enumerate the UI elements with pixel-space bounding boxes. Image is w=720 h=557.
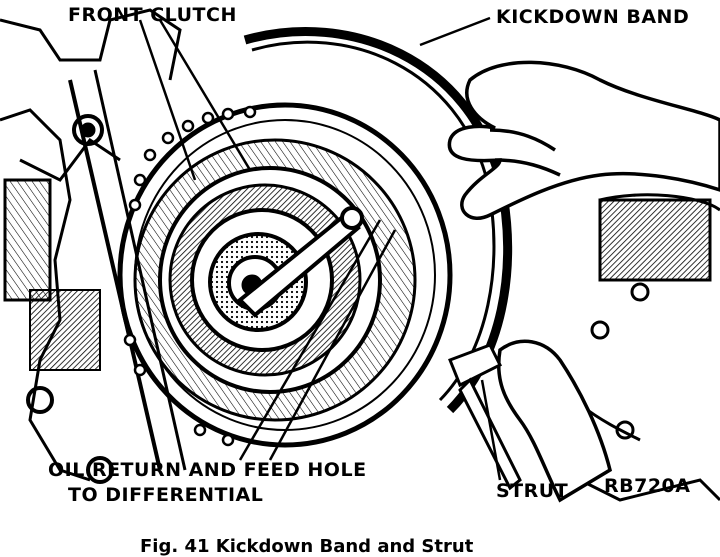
strut: [448, 343, 522, 491]
label-oil-return-line2: TO DIFFERENTIAL: [68, 484, 264, 506]
label-strut: STRUT: [496, 480, 569, 502]
label-front-clutch: FRONT CLUTCH: [68, 4, 237, 26]
hand-lower: [497, 339, 613, 503]
kickdown-band: [243, 27, 513, 414]
figure-caption: Fig. 41 Kickdown Band and Strut: [140, 536, 474, 557]
leader-lines: [138, 16, 502, 481]
drum-holes: [123, 105, 257, 447]
label-kickdown-band: KICKDOWN BAND: [496, 6, 690, 28]
shaft: [237, 206, 364, 318]
label-oil-return-line1: OIL RETURN AND FEED HOLE: [48, 459, 367, 481]
label-figure-code: RB720A: [604, 475, 691, 497]
hand-upper: [447, 60, 720, 220]
